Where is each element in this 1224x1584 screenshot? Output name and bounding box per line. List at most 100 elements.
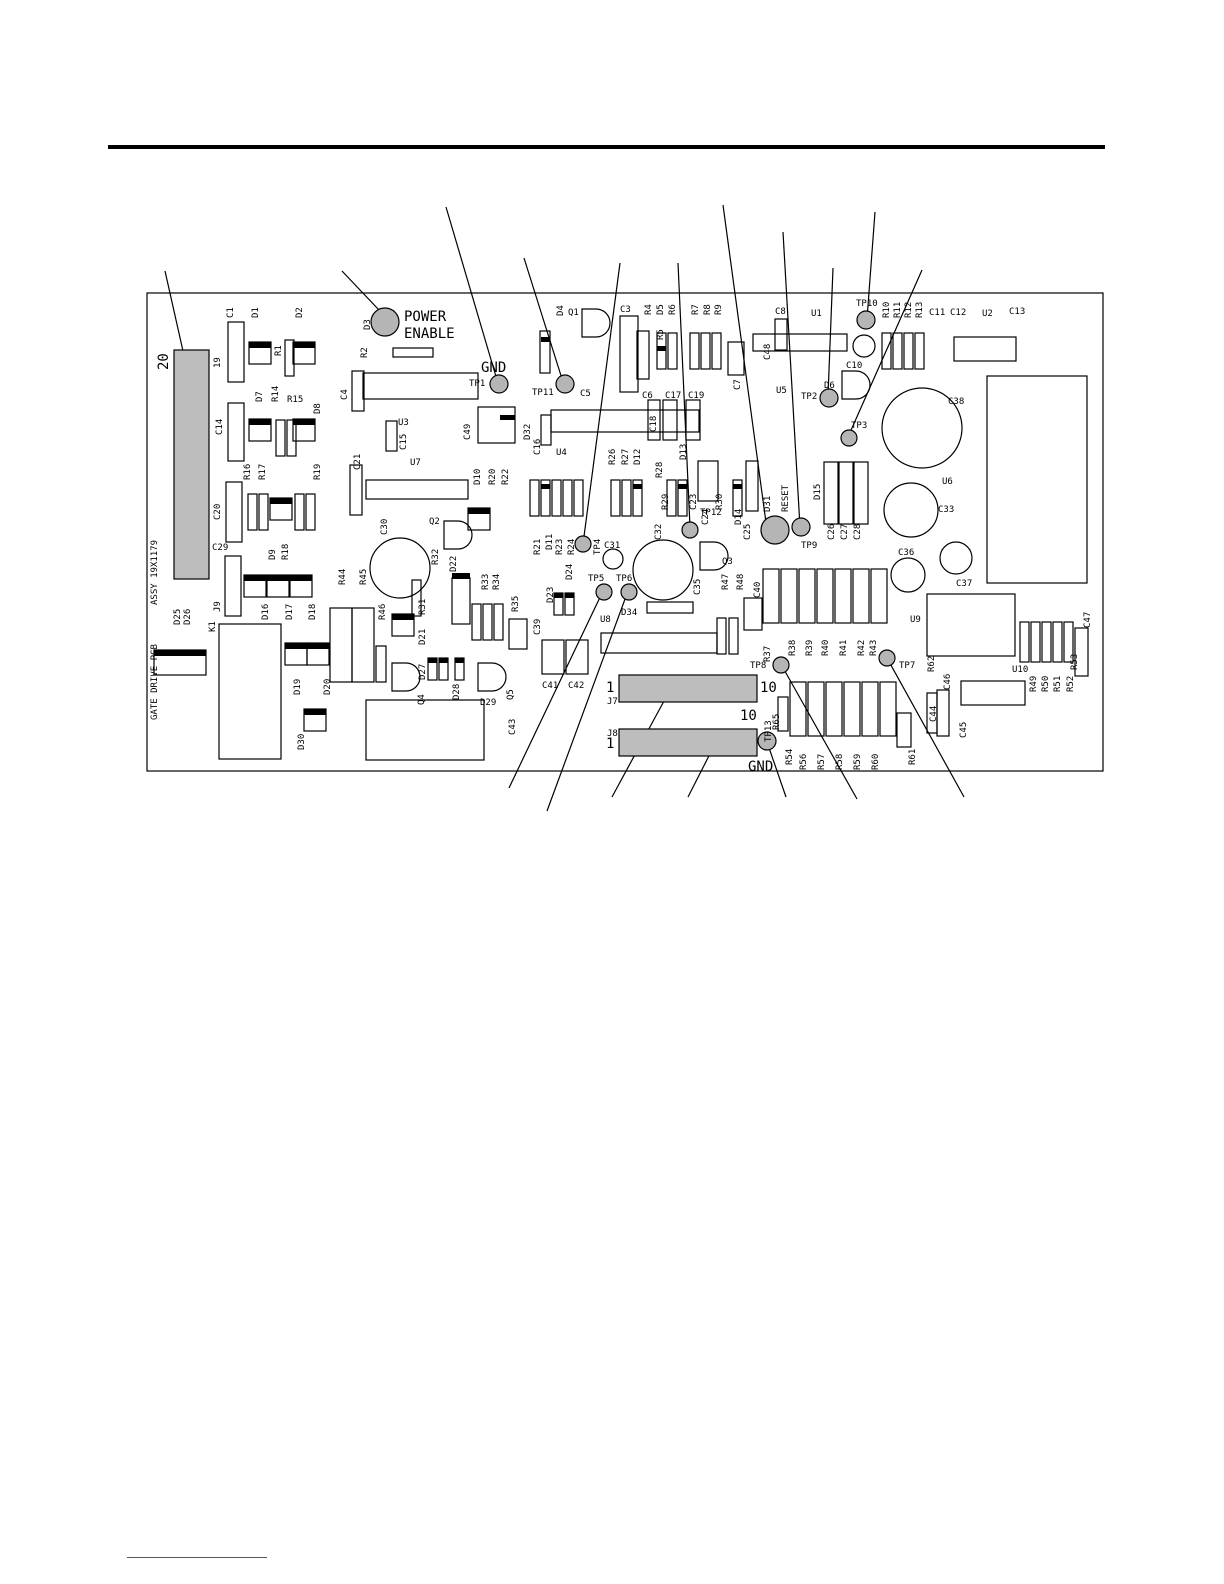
c37 [939,541,973,575]
component-label-c4: C4 [340,389,350,400]
tp3 [840,429,858,447]
component-label-d17: D17 [285,604,295,620]
component-label-u3: U3 [398,418,409,428]
tp7-label: TP7 [899,661,915,671]
component-label-d13: D13 [679,444,689,460]
component-label-r14: R14 [271,386,281,402]
component-label-r12: R12 [904,302,914,318]
component-label-r21: R21 [533,539,543,555]
r57 [807,681,825,737]
tp2-label: TP2 [801,392,817,402]
r40 [816,568,834,624]
j9-pin-19: 19 [213,357,223,368]
tp4 [574,535,592,553]
component-label-r27: R27 [621,449,631,465]
k1-label: K1 [208,621,218,632]
c19 [685,399,701,441]
resistor-group-r31-r35 [411,579,739,655]
tp11-label: TP11 [532,388,554,398]
leader-line [508,590,604,789]
r43 [870,568,888,624]
component-label-c29: C29 [212,543,228,553]
tp7 [878,649,896,667]
r56 [789,681,807,737]
component-label-q1: Q1 [568,308,579,318]
component-label-c19: C19 [688,391,704,401]
component-label-d15: D15 [813,484,823,500]
component-label-u6: U6 [942,477,953,487]
component-label-r59: R59 [853,754,863,770]
leader-line [341,270,380,311]
component-label-c46: C46 [943,674,953,690]
power-label: POWER [404,309,447,325]
tp2 [819,388,839,408]
component-label-c38: C38 [948,397,964,407]
leader-line [766,741,787,798]
component-label-r40: R40 [821,640,831,656]
component-label-d3: D3 [363,319,373,330]
c30 [369,537,431,599]
component-label-r23: R23 [555,539,565,555]
j9-label: J9 [213,601,223,612]
component-label-d30: D30 [297,734,307,750]
header-rule [108,145,1105,149]
component-label-c48: C48 [763,344,773,360]
transformer-box [986,375,1088,584]
component-label-r16: R16 [243,464,253,480]
u8-ic [600,632,718,654]
footer-rule [127,1557,267,1558]
component-label-r62: R62 [927,656,937,672]
tp5-label: TP5 [588,574,604,584]
leader-line [866,211,876,320]
c7 [727,341,745,376]
d31-part [745,460,759,512]
c16 [540,414,552,446]
tp6-label: TP6 [616,574,632,584]
component-label-c3: C3 [620,305,631,315]
component-label-c26: C26 [827,524,837,540]
component-label-q4: Q4 [417,694,427,705]
c29 [224,555,242,617]
component-label-c32: C32 [654,524,664,540]
d22-part [451,577,471,625]
component-label-c39: C39 [533,619,543,635]
component-label-u9: U9 [910,615,921,625]
component-label-c43: C43 [508,719,518,735]
component-label-r18: R18 [281,544,291,560]
diode-bands [154,337,742,715]
c3 [619,315,639,393]
component-label-u8: U8 [600,615,611,625]
component-label-c23: C23 [689,494,699,510]
c47 [1074,627,1089,677]
c4 [351,370,365,412]
component-label-r39: R39 [805,640,815,656]
component-label-r4: R4 [644,304,654,315]
component-label-d5: D5 [656,304,666,315]
component-label-r38: R38 [788,640,798,656]
d3-resistor [392,347,434,358]
leader-line [546,590,629,812]
enable-label: ENABLE [404,326,455,342]
tp12-label: TP12 [700,508,722,518]
leader-line [445,206,498,381]
component-label-u7: U7 [410,458,421,468]
c32 [632,539,694,601]
tp10 [856,310,876,330]
r45 [351,607,375,683]
component-label-c28: C28 [853,524,863,540]
reset-label: RESET [781,484,791,512]
component-label-d24: D24 [565,564,575,580]
component-label-r48: R48 [736,574,746,590]
component-label-c11: C11 [929,308,945,318]
component-label-c47: C47 [1083,612,1093,628]
component-label-r50: R50 [1041,676,1051,692]
tp10-label: TP10 [856,299,878,309]
component-label-r52: R52 [1066,676,1076,692]
leader-line [582,262,621,545]
component-label-r51: R51 [1053,676,1063,692]
gnd-bottom-label: GND [748,759,773,775]
component-label-q5: Q5 [506,689,516,700]
component-label-c35: C35 [693,579,703,595]
r39 [798,568,816,624]
